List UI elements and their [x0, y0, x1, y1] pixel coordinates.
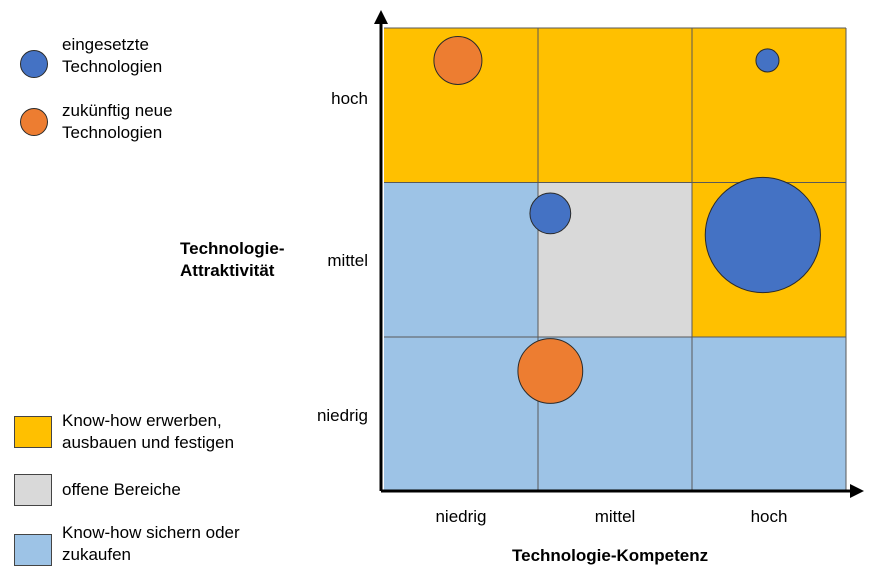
- legend-grey-label: offene Bereiche: [62, 480, 181, 499]
- matrix-bubbles: [433, 35, 821, 404]
- matrix-cell-hoch-mittel: [538, 28, 692, 183]
- legend-grey-swatch: [14, 474, 52, 506]
- matrix-cell-mittel-niedrig: [384, 182, 538, 337]
- legend-blue-label: Know-how sichern oder zukaufen: [62, 522, 240, 566]
- legend-current-label: eingesetzte Technologien: [62, 34, 162, 78]
- matrix-grid: [384, 27, 847, 492]
- x-axis-arrow-icon: [850, 484, 864, 498]
- legend-future-label: zukünftig neue Technologien: [62, 100, 173, 144]
- legend-future-line1: zukünftig neue: [62, 101, 173, 120]
- legend-current-line2: Technologien: [62, 57, 163, 76]
- legend-current-line1: eingesetzte: [62, 35, 149, 54]
- legend-orange-label: Know-how erwerben, ausbauen und festigen: [62, 410, 234, 454]
- matrix-cell-niedrig-niedrig: [384, 337, 538, 492]
- legend-current-dot: [20, 50, 48, 78]
- legend-blue-line2: zukaufen: [62, 545, 131, 564]
- legend-orange-line2: ausbauen und festigen: [62, 433, 235, 452]
- future-tech-bubble-4: [517, 338, 584, 404]
- future-tech-bubble-0: [433, 35, 483, 85]
- y-tick-mittel: mittel: [327, 251, 368, 270]
- current-tech-bubble-1: [755, 48, 780, 73]
- matrix-cell-niedrig-mittel: [538, 337, 692, 492]
- x-tick-niedrig: niedrig: [435, 507, 487, 526]
- matrix-cells: [384, 28, 846, 492]
- legend-future-line2: Technologien: [62, 123, 163, 142]
- current-tech-bubble-2: [529, 192, 572, 235]
- legend-orange-swatch: [14, 416, 52, 448]
- y-axis-title: Technologie- Attraktivität: [180, 238, 285, 282]
- y-axis-title-line2: Attraktivität: [180, 261, 275, 280]
- matrix-cell-hoch-hoch: [692, 28, 846, 183]
- y-tick-hoch: hoch: [331, 89, 368, 108]
- matrix-cell-niedrig-hoch: [692, 337, 846, 492]
- legend-blue-swatch: [14, 534, 52, 566]
- current-tech-bubble-3: [704, 176, 821, 294]
- matrix-axes: [374, 10, 864, 498]
- x-tick-mittel: mittel: [594, 507, 636, 526]
- matrix-cell-mittel-hoch: [692, 182, 846, 337]
- y-tick-niedrig: niedrig: [316, 406, 368, 425]
- legend-blue-line1: Know-how sichern oder: [62, 523, 240, 542]
- x-axis-title: Technologie-Kompetenz: [512, 546, 709, 565]
- x-tick-hoch: hoch: [750, 507, 788, 526]
- y-axis-title-line1: Technologie-: [180, 239, 285, 258]
- y-axis-arrow-icon: [374, 10, 388, 24]
- legend-future-dot: [20, 108, 48, 136]
- legend-orange-line1: Know-how erwerben,: [62, 411, 222, 430]
- matrix-cell-hoch-niedrig: [384, 28, 538, 183]
- matrix-cell-mittel-mittel: [538, 182, 692, 337]
